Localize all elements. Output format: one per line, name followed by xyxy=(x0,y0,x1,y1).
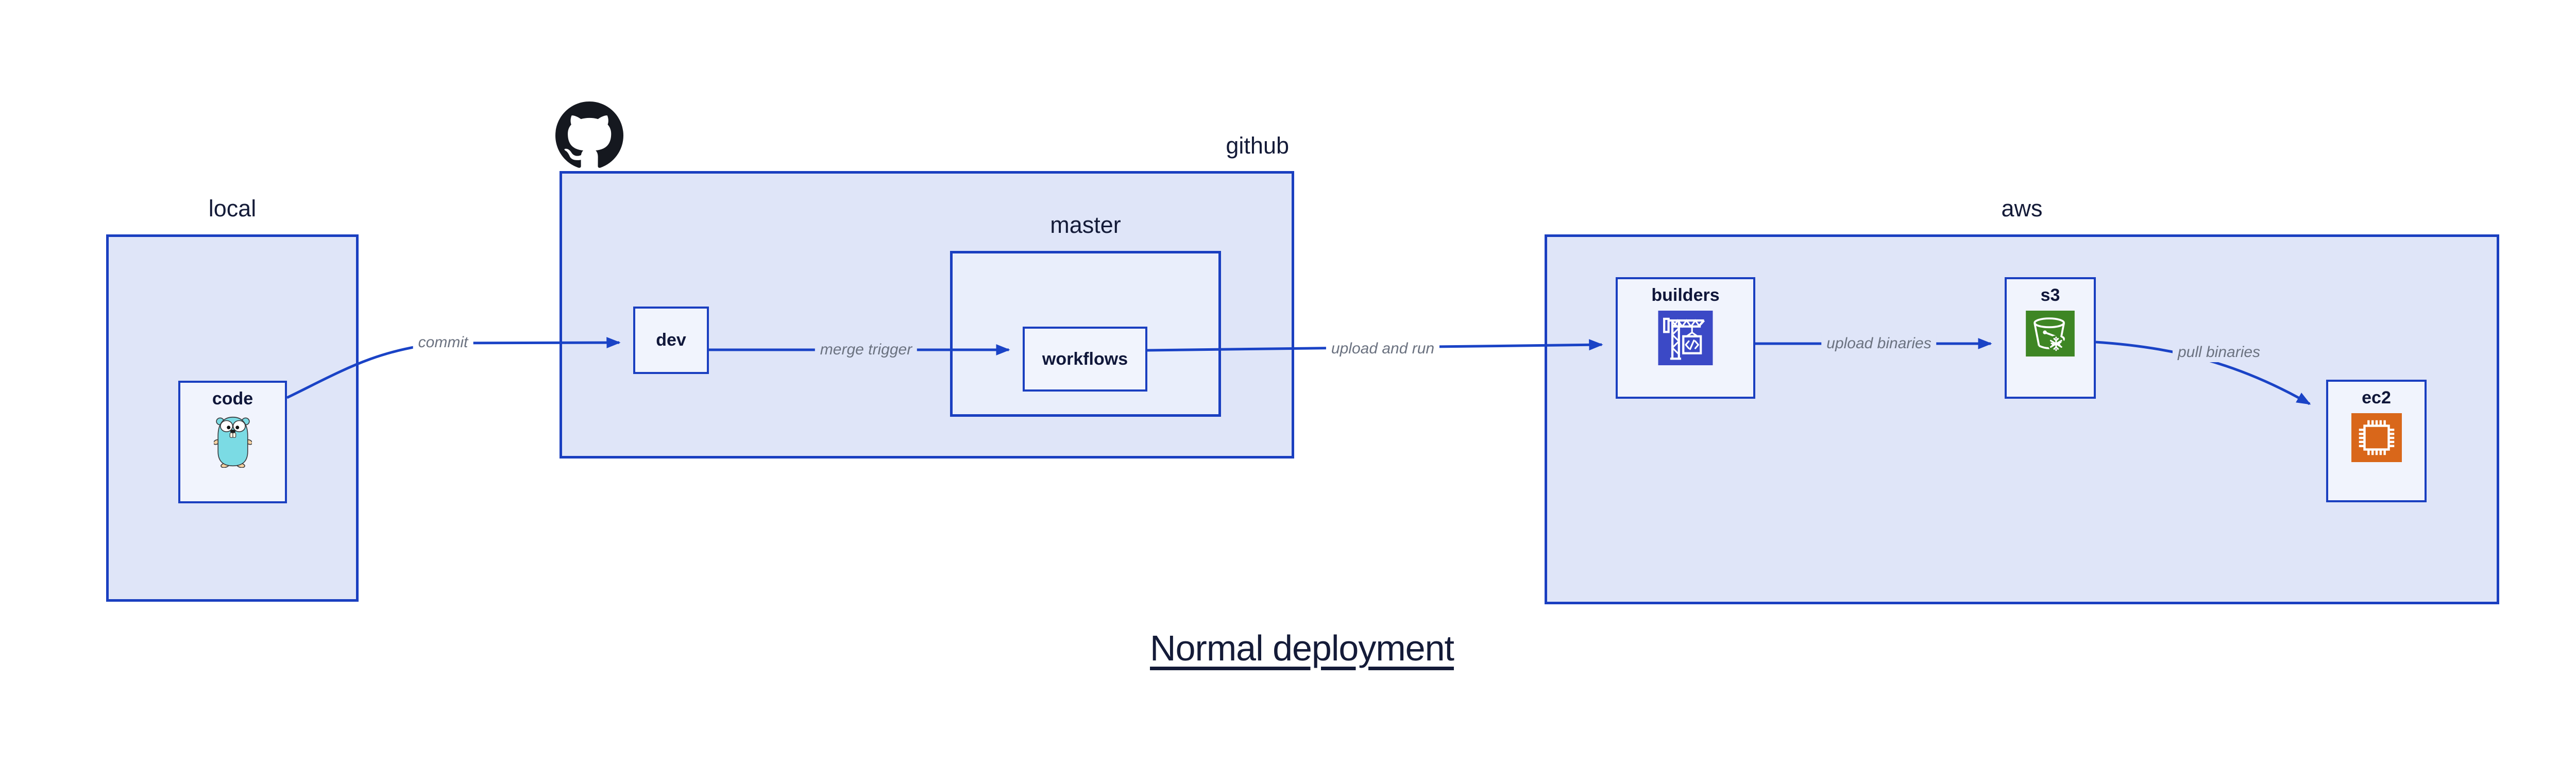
container-aws-label: aws xyxy=(2001,195,2043,222)
diagram-title: Normal deployment xyxy=(1150,628,1454,668)
node-s3-label: s3 xyxy=(2040,285,2060,305)
node-ec2: ec2 xyxy=(2326,380,2427,502)
container-master-label: master xyxy=(1050,212,1121,238)
node-s3: s3 xyxy=(2005,277,2096,399)
container-github-label: github xyxy=(1226,132,1289,159)
edge-merge-trigger-label: merge trigger xyxy=(815,340,918,360)
node-ec2-label: ec2 xyxy=(2362,388,2391,408)
edge-upload-binaries-label: upload binaries xyxy=(1821,334,1937,353)
container-local-label: local xyxy=(208,195,257,222)
node-code: code xyxy=(178,381,287,503)
node-code-label: code xyxy=(212,389,253,409)
node-dev: dev xyxy=(633,307,709,374)
go-gopher-icon xyxy=(213,416,252,468)
edge-upload-and-run-label: upload and run xyxy=(1326,339,1440,359)
s3-glacier-bucket-icon xyxy=(2026,311,2075,356)
node-workflows-label: workflows xyxy=(1042,349,1128,369)
node-builders: builders xyxy=(1616,277,1755,399)
node-workflows: workflows xyxy=(1023,327,1147,392)
node-builders-label: builders xyxy=(1651,285,1720,305)
edge-commit-label: commit xyxy=(413,333,473,352)
node-dev-label: dev xyxy=(656,330,686,350)
ec2-chip-icon xyxy=(2351,413,2402,462)
codebuild-crane-icon xyxy=(1658,311,1713,365)
edge-pull-binaries-label: pull binaries xyxy=(2172,343,2266,362)
github-octocat-icon xyxy=(555,101,623,168)
